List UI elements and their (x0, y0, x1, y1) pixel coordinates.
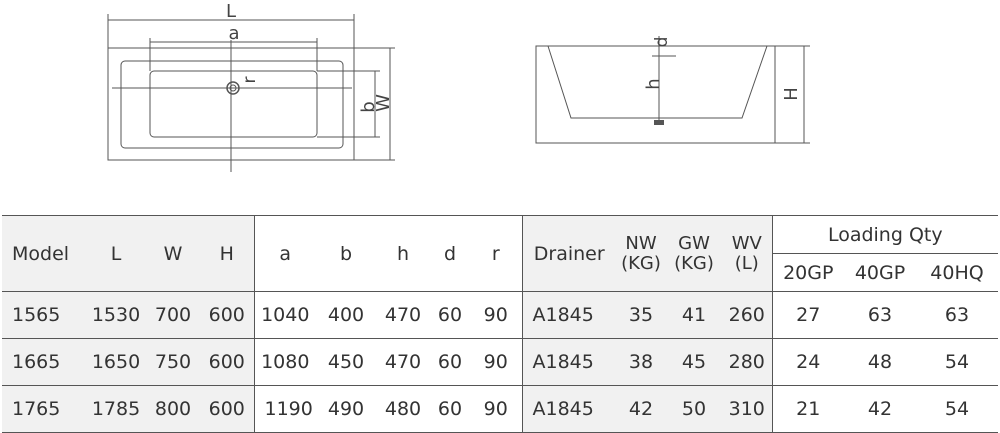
cell-wv: 260 (722, 291, 773, 339)
cell-40hq: 54 (916, 385, 999, 433)
label-d: d (652, 37, 672, 48)
label-h: h (643, 78, 664, 89)
technical-drawing: L a r b W d h H (0, 0, 1000, 210)
header-wv-line2: (L) (734, 252, 759, 274)
cell-r: 90 (470, 338, 523, 386)
header-loading-qty: Loading Qty (772, 215, 999, 254)
cell-20gp: 24 (772, 338, 844, 386)
cell-wv: 280 (722, 338, 773, 386)
cell-40gp: 63 (844, 291, 916, 339)
cell-L: 1785 (86, 385, 146, 433)
tub-basin-outline (149, 70, 318, 138)
label-L: L (226, 1, 236, 22)
header-40hq: 40HQ (916, 253, 999, 292)
cell-drainer: A1845 (522, 385, 616, 433)
header-wv-line1: WV (731, 232, 762, 254)
cell-nw: 38 (616, 338, 666, 386)
label-a: a (228, 23, 239, 44)
table-row: 1565 1530 700 600 1040 400 470 60 90 A18… (2, 291, 999, 339)
cell-40hq: 54 (916, 338, 999, 386)
cell-model: 1565 (2, 291, 86, 339)
cell-a: 1080 (254, 338, 316, 386)
header-nw: NW(KG) (616, 215, 666, 292)
table-header-row-1: Model L W H a b h d r Drainer NW(KG) GW(… (2, 215, 999, 292)
cell-drainer: A1845 (522, 338, 616, 386)
header-40gp: 40GP (844, 253, 916, 292)
header-a: a (254, 215, 316, 292)
label-b: b (358, 101, 379, 112)
header-H: H (200, 215, 255, 292)
drain-circle (226, 81, 240, 95)
cell-H: 600 (200, 291, 255, 339)
cell-gw: 41 (666, 291, 722, 339)
table-row: 1765 1785 800 600 1190 490 480 60 90 A18… (2, 385, 999, 433)
cell-W: 700 (146, 291, 200, 339)
label-H: H (781, 87, 802, 101)
header-nw-line1: NW (625, 232, 657, 254)
header-h: h (376, 215, 430, 292)
cell-40gp: 42 (844, 385, 916, 433)
side-view (535, 36, 810, 144)
header-W: W (146, 215, 200, 292)
cell-20gp: 21 (772, 385, 844, 433)
cell-wv: 310 (722, 385, 773, 433)
cell-d: 60 (430, 385, 470, 433)
cell-d: 60 (430, 291, 470, 339)
tub-interior-profile (547, 45, 768, 119)
cell-L: 1650 (86, 338, 146, 386)
table-header-row-2: 20GP 40GP 40HQ (2, 253, 999, 292)
specification-table: Model L W H a b h d r Drainer NW(KG) GW(… (2, 215, 999, 433)
header-gw-line2: (KG) (674, 252, 714, 274)
top-view (107, 14, 395, 172)
tub-rim-outline (120, 60, 344, 149)
header-d: d (430, 215, 470, 292)
cell-gw: 50 (666, 385, 722, 433)
header-wv: WV(L) (722, 215, 773, 292)
cell-H: 600 (200, 385, 255, 433)
cell-nw: 42 (616, 385, 666, 433)
cell-40gp: 48 (844, 338, 916, 386)
drawing-svg: L a r b W d h H (107, 1, 810, 172)
cell-model: 1765 (2, 385, 86, 433)
cell-r: 90 (470, 385, 523, 433)
cell-h: 470 (376, 291, 430, 339)
cell-W: 800 (146, 385, 200, 433)
table-row: 1665 1650 750 600 1080 450 470 60 90 A18… (2, 338, 999, 386)
cell-b: 400 (316, 291, 376, 339)
header-nw-line2: (KG) (621, 252, 661, 274)
header-20gp: 20GP (772, 253, 844, 292)
cell-40hq: 63 (916, 291, 999, 339)
cell-h: 470 (376, 338, 430, 386)
header-L: L (86, 215, 146, 292)
cell-model: 1665 (2, 338, 86, 386)
cell-b: 490 (316, 385, 376, 433)
header-gw-line1: GW (678, 232, 710, 254)
cell-20gp: 27 (772, 291, 844, 339)
cell-a: 1190 (254, 385, 316, 433)
cell-b: 450 (316, 338, 376, 386)
tub-side-outline (535, 45, 776, 144)
cell-a: 1040 (254, 291, 316, 339)
label-W: W (373, 94, 394, 112)
header-r: r (470, 215, 523, 292)
cell-gw: 45 (666, 338, 722, 386)
drain-inner-circle (229, 84, 237, 92)
cell-r: 90 (470, 291, 523, 339)
header-drainer: Drainer (522, 215, 616, 292)
cell-drainer: A1845 (522, 291, 616, 339)
label-r: r (240, 77, 260, 84)
header-model: Model (2, 215, 86, 292)
cell-nw: 35 (616, 291, 666, 339)
cell-d: 60 (430, 338, 470, 386)
cell-W: 750 (146, 338, 200, 386)
cell-h: 480 (376, 385, 430, 433)
header-b: b (316, 215, 376, 292)
cell-H: 600 (200, 338, 255, 386)
cell-L: 1530 (86, 291, 146, 339)
drain-outlet-mark (654, 120, 664, 125)
header-gw: GW(KG) (666, 215, 722, 292)
